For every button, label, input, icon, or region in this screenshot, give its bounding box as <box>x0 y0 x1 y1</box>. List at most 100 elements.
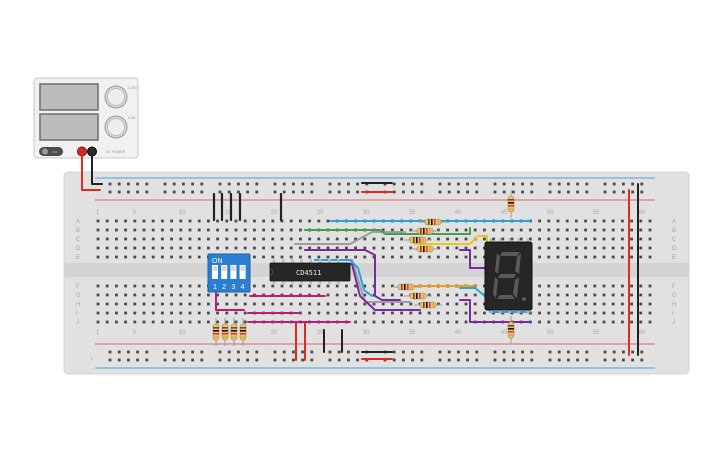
breadboard-hole[interactable] <box>161 311 164 315</box>
rail-hole[interactable] <box>411 358 414 362</box>
breadboard-hole[interactable] <box>317 246 321 250</box>
breadboard-hole[interactable] <box>565 228 569 232</box>
breadboard-hole[interactable] <box>354 237 357 241</box>
breadboard-hole[interactable] <box>170 302 173 306</box>
breadboard-hole[interactable] <box>584 302 587 306</box>
breadboard-hole[interactable] <box>142 246 146 250</box>
breadboard-hole[interactable] <box>151 302 155 306</box>
breadboard-hole[interactable] <box>611 302 615 306</box>
breadboard-hole[interactable] <box>621 219 624 223</box>
breadboard-hole[interactable] <box>501 237 505 241</box>
breadboard-hole[interactable] <box>363 320 367 324</box>
breadboard-hole[interactable] <box>133 293 137 297</box>
breadboard-hole[interactable] <box>611 284 615 288</box>
breadboard-hole[interactable] <box>170 255 173 259</box>
breadboard-hole[interactable] <box>96 255 100 259</box>
breadboard-hole[interactable] <box>639 228 643 232</box>
breadboard-hole[interactable] <box>289 255 293 259</box>
breadboard-hole[interactable] <box>234 228 238 232</box>
breadboard-hole[interactable] <box>151 311 155 315</box>
rail-hole[interactable] <box>356 358 359 362</box>
breadboard-hole[interactable] <box>473 228 477 232</box>
breadboard-hole[interactable] <box>363 293 367 297</box>
breadboard-hole[interactable] <box>391 228 394 232</box>
rail-hole[interactable] <box>292 358 295 362</box>
rail-hole[interactable] <box>136 182 139 186</box>
rail-hole[interactable] <box>392 190 396 194</box>
breadboard-hole[interactable] <box>446 246 449 250</box>
rail-hole[interactable] <box>466 182 469 186</box>
power-supply[interactable]: 0-30V 0-5A OFF DC POWER <box>33 77 139 159</box>
breadboard-hole[interactable] <box>621 320 624 324</box>
breadboard-hole[interactable] <box>538 293 541 297</box>
rail-hole[interactable] <box>227 350 231 354</box>
rail-hole[interactable] <box>457 358 460 362</box>
rail-hole[interactable] <box>163 182 167 186</box>
breadboard-hole[interactable] <box>142 219 146 223</box>
rail-hole[interactable] <box>246 190 249 194</box>
rail-hole[interactable] <box>218 358 222 362</box>
breadboard-hole[interactable] <box>602 255 606 259</box>
breadboard-hole[interactable] <box>216 293 219 297</box>
breadboard-hole[interactable] <box>575 311 578 315</box>
breadboard-hole[interactable] <box>381 311 385 315</box>
breadboard-hole[interactable] <box>565 246 569 250</box>
rail-hole[interactable] <box>347 358 350 362</box>
breadboard-hole[interactable] <box>280 246 284 250</box>
breadboard-hole[interactable] <box>170 311 173 315</box>
breadboard-hole[interactable] <box>556 302 560 306</box>
breadboard-hole[interactable] <box>446 320 449 324</box>
rail-hole[interactable] <box>282 190 286 194</box>
breadboard-hole[interactable] <box>556 237 560 241</box>
rail-hole[interactable] <box>145 350 149 354</box>
breadboard-hole[interactable] <box>529 237 532 241</box>
breadboard-hole[interactable] <box>142 228 146 232</box>
breadboard-hole[interactable] <box>188 293 192 297</box>
breadboard-hole[interactable] <box>400 237 403 241</box>
breadboard-hole[interactable] <box>621 228 624 232</box>
rail-hole[interactable] <box>493 182 497 186</box>
rail-hole[interactable] <box>356 182 359 186</box>
breadboard-hole[interactable] <box>639 255 643 259</box>
breadboard-hole[interactable] <box>317 237 321 241</box>
rail-hole[interactable] <box>200 358 204 362</box>
rail-hole[interactable] <box>163 190 167 194</box>
resistor-dip-3[interactable] <box>230 318 238 346</box>
breadboard-hole[interactable] <box>483 255 486 259</box>
breadboard-hole[interactable] <box>464 302 468 306</box>
breadboard-hole[interactable] <box>602 293 606 297</box>
rail-hole[interactable] <box>191 182 194 186</box>
rail-hole[interactable] <box>585 350 589 354</box>
breadboard-hole[interactable] <box>105 302 109 306</box>
breadboard-hole[interactable] <box>483 302 486 306</box>
rail-hole[interactable] <box>136 358 139 362</box>
breadboard-hole[interactable] <box>455 311 459 315</box>
rail-hole[interactable] <box>310 190 314 194</box>
rail-hole[interactable] <box>631 190 634 194</box>
rail-hole[interactable] <box>411 182 414 186</box>
breadboard-hole[interactable] <box>427 237 431 241</box>
breadboard-hole[interactable] <box>142 293 146 297</box>
rail-hole[interactable] <box>631 350 634 354</box>
rail-hole[interactable] <box>493 190 497 194</box>
breadboard-hole[interactable] <box>400 293 403 297</box>
rail-hole[interactable] <box>612 190 616 194</box>
breadboard-hole[interactable] <box>400 320 403 324</box>
breadboard-hole[interactable] <box>188 219 192 223</box>
rail-hole[interactable] <box>328 358 332 362</box>
breadboard-hole[interactable] <box>308 255 311 259</box>
rail-hole[interactable] <box>502 350 506 354</box>
breadboard-hole[interactable] <box>133 228 137 232</box>
breadboard-hole[interactable] <box>299 246 302 250</box>
breadboard-hole[interactable] <box>427 293 431 297</box>
breadboard-hole[interactable] <box>225 219 229 223</box>
rail-hole[interactable] <box>172 190 176 194</box>
breadboard-hole[interactable] <box>630 284 633 288</box>
rail-hole[interactable] <box>576 182 579 186</box>
rail-hole[interactable] <box>631 358 634 362</box>
rail-hole[interactable] <box>191 358 194 362</box>
rail-hole[interactable] <box>237 190 240 194</box>
breadboard-hole[interactable] <box>225 228 229 232</box>
breadboard-hole[interactable] <box>105 219 109 223</box>
breadboard-hole[interactable] <box>345 302 348 306</box>
